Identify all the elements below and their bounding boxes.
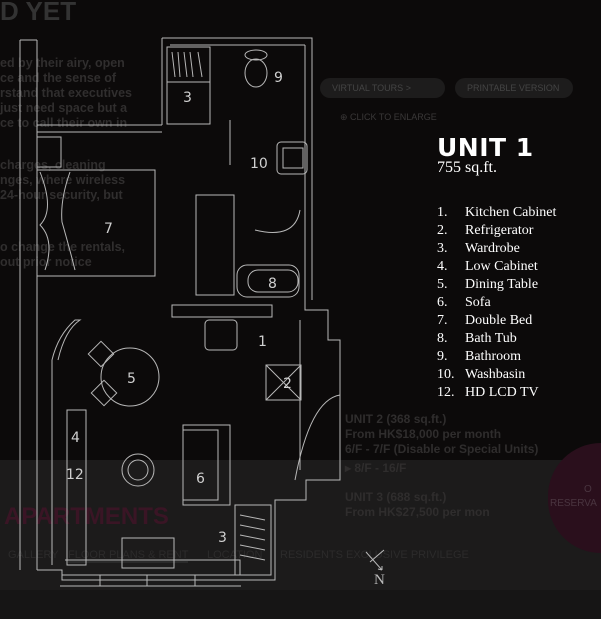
north-arrow-icon <box>365 549 385 571</box>
legend-item: 8. Bath Tub <box>437 330 556 348</box>
unit3-info: UNIT 3 (688 sq.ft.) From HK$27,500 per m… <box>345 490 490 520</box>
text-line: rstand that executives <box>0 86 132 100</box>
unit-title: UNIT 1 <box>437 133 534 162</box>
reservation-line: RESERVA <box>550 498 597 509</box>
plan-label: 2 <box>283 376 292 392</box>
plan-label: 1 <box>258 334 267 350</box>
plan-label: 5 <box>127 371 136 387</box>
legend-item: 9. Bathroom <box>437 348 556 366</box>
walls <box>19 37 341 587</box>
text-line: 24-hour security, but <box>0 188 123 202</box>
plan-label: 7 <box>104 221 113 237</box>
legend-label: Washbasin <box>465 367 526 382</box>
legend-list: 1. Kitchen Cabinet 2. Refrigerator 3. Wardrob… <box>437 204 556 402</box>
kitchen <box>171 194 341 481</box>
legend-number: 3. <box>437 241 448 256</box>
legend-item: 6. Sofa <box>437 294 556 312</box>
legend-item: 4. Low Cabinet <box>437 258 556 276</box>
legend-number: 4. <box>437 259 448 274</box>
bed <box>36 136 156 277</box>
unit3-title[interactable]: UNIT 3 (688 sq.ft.) <box>345 490 447 504</box>
unit-size: 755 sq.ft. <box>437 159 497 176</box>
text-line: ce and the sense of <box>0 71 117 85</box>
legend-label: Refrigerator <box>465 223 534 238</box>
footer-band <box>0 590 601 619</box>
reservation-line: O <box>584 484 592 495</box>
legend-item: 12. HD LCD TV <box>437 384 556 402</box>
legend-item: 2. Refrigerator <box>437 222 556 240</box>
printable-version-button[interactable]: PRINTABLE VERSION <box>455 78 573 98</box>
plan-label: 9 <box>274 70 283 86</box>
click-to-enlarge-link[interactable]: ⊕ CLICK TO ENLARGE <box>340 112 437 122</box>
plan-label: 3 <box>218 530 227 546</box>
text-line: out prior notice <box>0 255 92 269</box>
legend-label: Low Cabinet <box>465 259 538 274</box>
plan-label: 10 <box>250 156 268 172</box>
unit3-price: From HK$27,500 per mon <box>345 505 490 519</box>
notice-paragraph: o change the rentals, out prior notice <box>0 240 125 270</box>
legend-label: Kitchen Cabinet <box>465 205 557 220</box>
text-line: ed by their airy, open <box>0 56 125 70</box>
legend-label: HD LCD TV <box>465 385 539 400</box>
legend-number: 8. <box>437 331 448 346</box>
north-label: N <box>374 572 385 588</box>
unit2-floors[interactable]: 6/F - 7/F (Disable or Special Units) <box>345 442 539 456</box>
text-line: ce to call their own in <box>0 116 128 130</box>
intro-paragraph: ed by their airy, open ce and the sense … <box>0 56 132 131</box>
legend-number: 2. <box>437 223 448 238</box>
legend-item: 5. Dining Table <box>437 276 556 294</box>
legend-number: 1. <box>437 205 448 220</box>
legend-label: Double Bed <box>465 313 533 328</box>
legend-label: Dining Table <box>465 277 539 292</box>
text-line: o change the rentals, <box>0 240 126 254</box>
plan-label: 12 <box>66 467 84 483</box>
legend-number: 9. <box>437 349 448 364</box>
legend-number: 10. <box>437 367 455 382</box>
text-line: charges, cleaning <box>0 158 106 172</box>
text-line: just need space but a <box>0 101 128 115</box>
legend-item: 3. Wardrobe <box>437 240 556 258</box>
plan-label: 3 <box>183 90 192 106</box>
plan-label: 8 <box>268 276 277 292</box>
page-heading: D YET <box>0 0 77 26</box>
unit2-info: UNIT 2 (368 sq.ft.) From HK$18,000 per m… <box>345 412 538 476</box>
legend-item: 10. Washbasin <box>437 366 556 384</box>
legend-number: 12. <box>437 385 455 400</box>
legend-number: 7. <box>437 313 448 328</box>
plan-label: 4 <box>71 430 80 446</box>
unit-info-panel: UNIT 1 755 sq.ft. 1. Kitchen Cabinet 2. Ref… <box>437 133 556 402</box>
legend-label: Sofa <box>465 295 491 310</box>
legend-label: Wardrobe <box>465 241 520 256</box>
plan-label: 6 <box>196 471 205 487</box>
text-line: nges, where wireless <box>0 173 126 187</box>
unit2-title[interactable]: UNIT 2 (368 sq.ft.) <box>345 412 447 426</box>
legend-item: 7. Double Bed <box>437 312 556 330</box>
unit2-price: From HK$18,000 per month <box>345 427 502 441</box>
services-paragraph: charges, cleaning nges, where wireless 2… <box>0 158 125 203</box>
plan-labels: 1 2 3 3 4 5 6 7 8 9 10 12 <box>66 70 292 546</box>
enlarge-label: CLICK TO ENLARGE <box>350 112 437 122</box>
legend-number: 6. <box>437 295 448 310</box>
bathroom <box>229 49 308 298</box>
legend-label: Bathroom <box>465 349 521 364</box>
living <box>66 340 272 576</box>
nav-gallery[interactable]: GALLERY <box>8 549 59 561</box>
legend-label: Bath Tub <box>465 331 517 346</box>
legend-number: 5. <box>437 277 448 292</box>
virtual-tours-button[interactable]: VIRTUAL TOURS > <box>320 78 445 98</box>
legend-item: 1. Kitchen Cabinet <box>437 204 556 222</box>
wardrobe-top <box>166 46 211 125</box>
nav-privilege[interactable]: RESIDENTS EXCLUSIVE PRIVILEGE <box>280 549 469 561</box>
unit2-floors-alt[interactable]: ▸ 8/F - 16/F <box>345 461 407 475</box>
nav-floor-plans[interactable]: FLOOR PLANS & RENT <box>68 549 189 563</box>
